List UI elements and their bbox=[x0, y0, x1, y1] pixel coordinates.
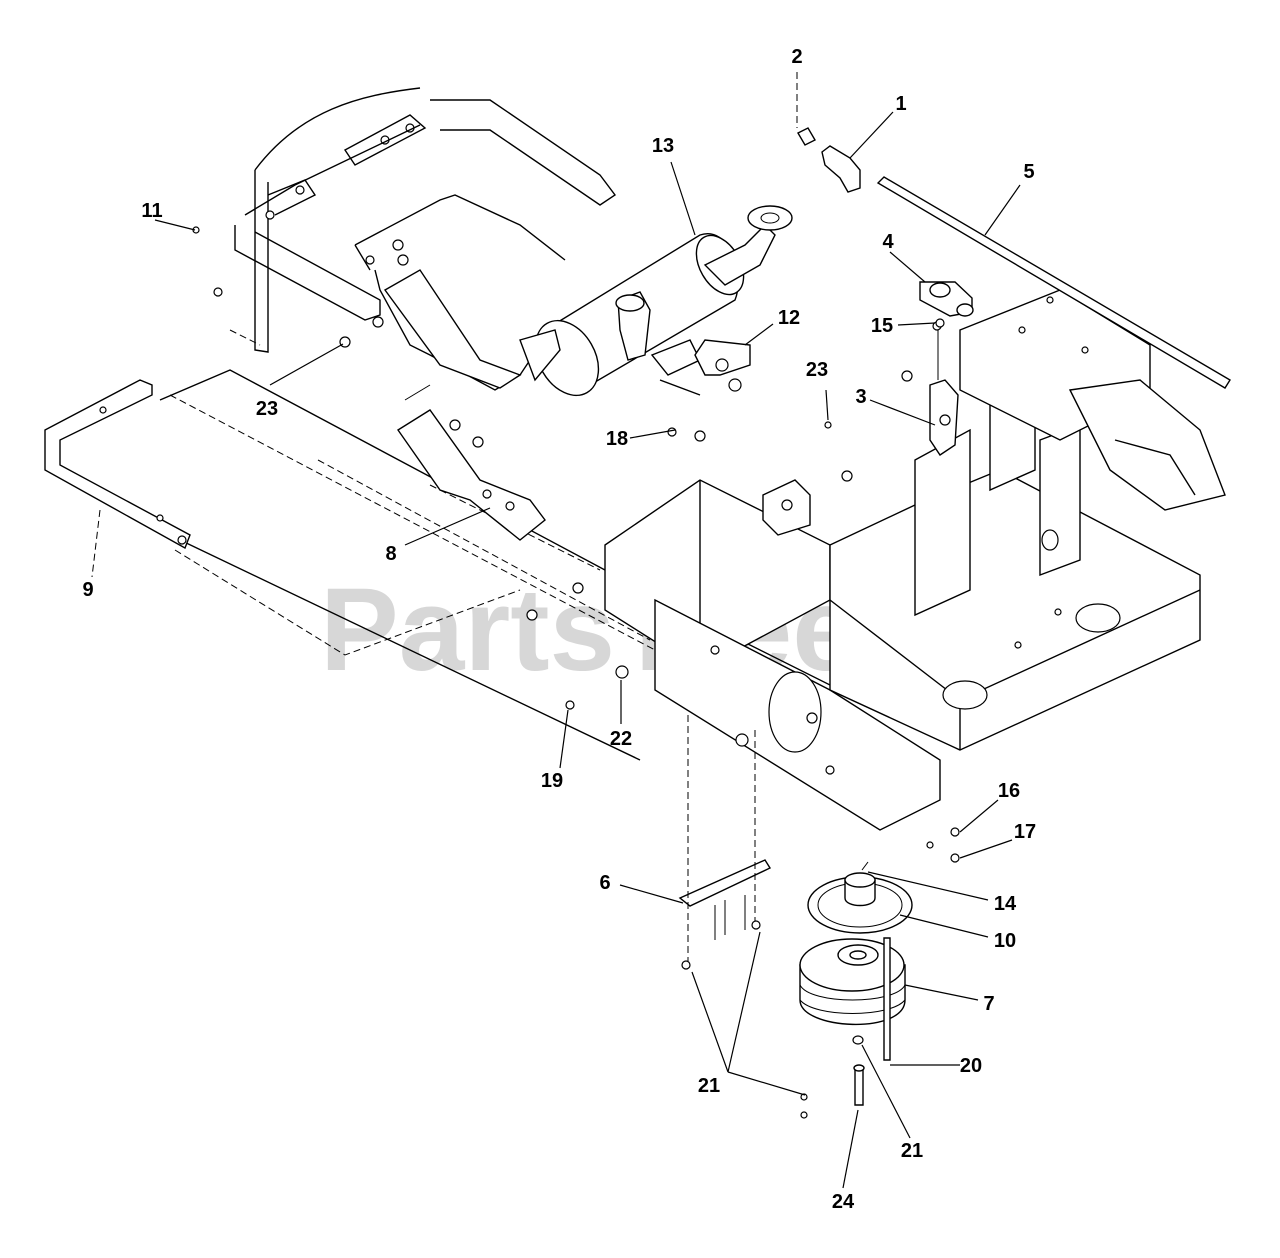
part-12-clamp bbox=[659, 339, 751, 396]
callout-8: 8 bbox=[385, 543, 396, 565]
callout-7: 7 bbox=[983, 993, 994, 1015]
callout-1: 1 bbox=[895, 93, 906, 115]
callout-14: 14 bbox=[994, 893, 1017, 915]
callout-labels: 2 1 5 4 15 3 13 12 23 18 11 23 8 9 22 19… bbox=[82, 46, 1036, 1213]
part-13-muffler bbox=[519, 205, 793, 397]
callout-23-left: 23 bbox=[256, 398, 278, 420]
callout-4: 4 bbox=[882, 231, 894, 253]
seat-support-frame bbox=[234, 87, 617, 353]
callout-13: 13 bbox=[652, 135, 674, 157]
callout-23-right: 23 bbox=[806, 359, 828, 381]
callout-5: 5 bbox=[1023, 161, 1034, 183]
callout-16: 16 bbox=[998, 780, 1020, 802]
part-4-valve bbox=[919, 281, 974, 317]
callout-21-left: 21 bbox=[698, 1075, 720, 1097]
callout-18: 18 bbox=[606, 428, 628, 450]
part-3-fitting bbox=[929, 330, 959, 456]
callout-21-right: 21 bbox=[901, 1140, 923, 1162]
callout-10: 10 bbox=[994, 930, 1016, 952]
callout-24: 24 bbox=[832, 1191, 855, 1213]
callout-22: 22 bbox=[610, 728, 632, 750]
callout-20: 20 bbox=[960, 1055, 982, 1077]
part-5-rod bbox=[876, 176, 1231, 389]
callout-15: 15 bbox=[871, 315, 893, 337]
callout-11: 11 bbox=[141, 200, 162, 222]
part-8-bracket bbox=[397, 384, 546, 541]
muffler-bracket bbox=[354, 194, 566, 391]
callout-3: 3 bbox=[855, 386, 866, 408]
callout-9: 9 bbox=[82, 579, 93, 601]
leader-lines bbox=[91, 72, 1021, 1189]
callout-6: 6 bbox=[599, 872, 610, 894]
callout-17: 17 bbox=[1014, 821, 1036, 843]
callout-12: 12 bbox=[778, 307, 800, 329]
part-9-front-frame bbox=[44, 379, 191, 550]
main-frame bbox=[159, 289, 1226, 831]
part-1-2-fittings bbox=[797, 127, 861, 193]
callout-2: 2 bbox=[791, 46, 802, 68]
part-7-10-clutch bbox=[799, 861, 913, 1106]
callout-19: 19 bbox=[541, 770, 563, 792]
part-6-plate bbox=[678, 715, 772, 970]
